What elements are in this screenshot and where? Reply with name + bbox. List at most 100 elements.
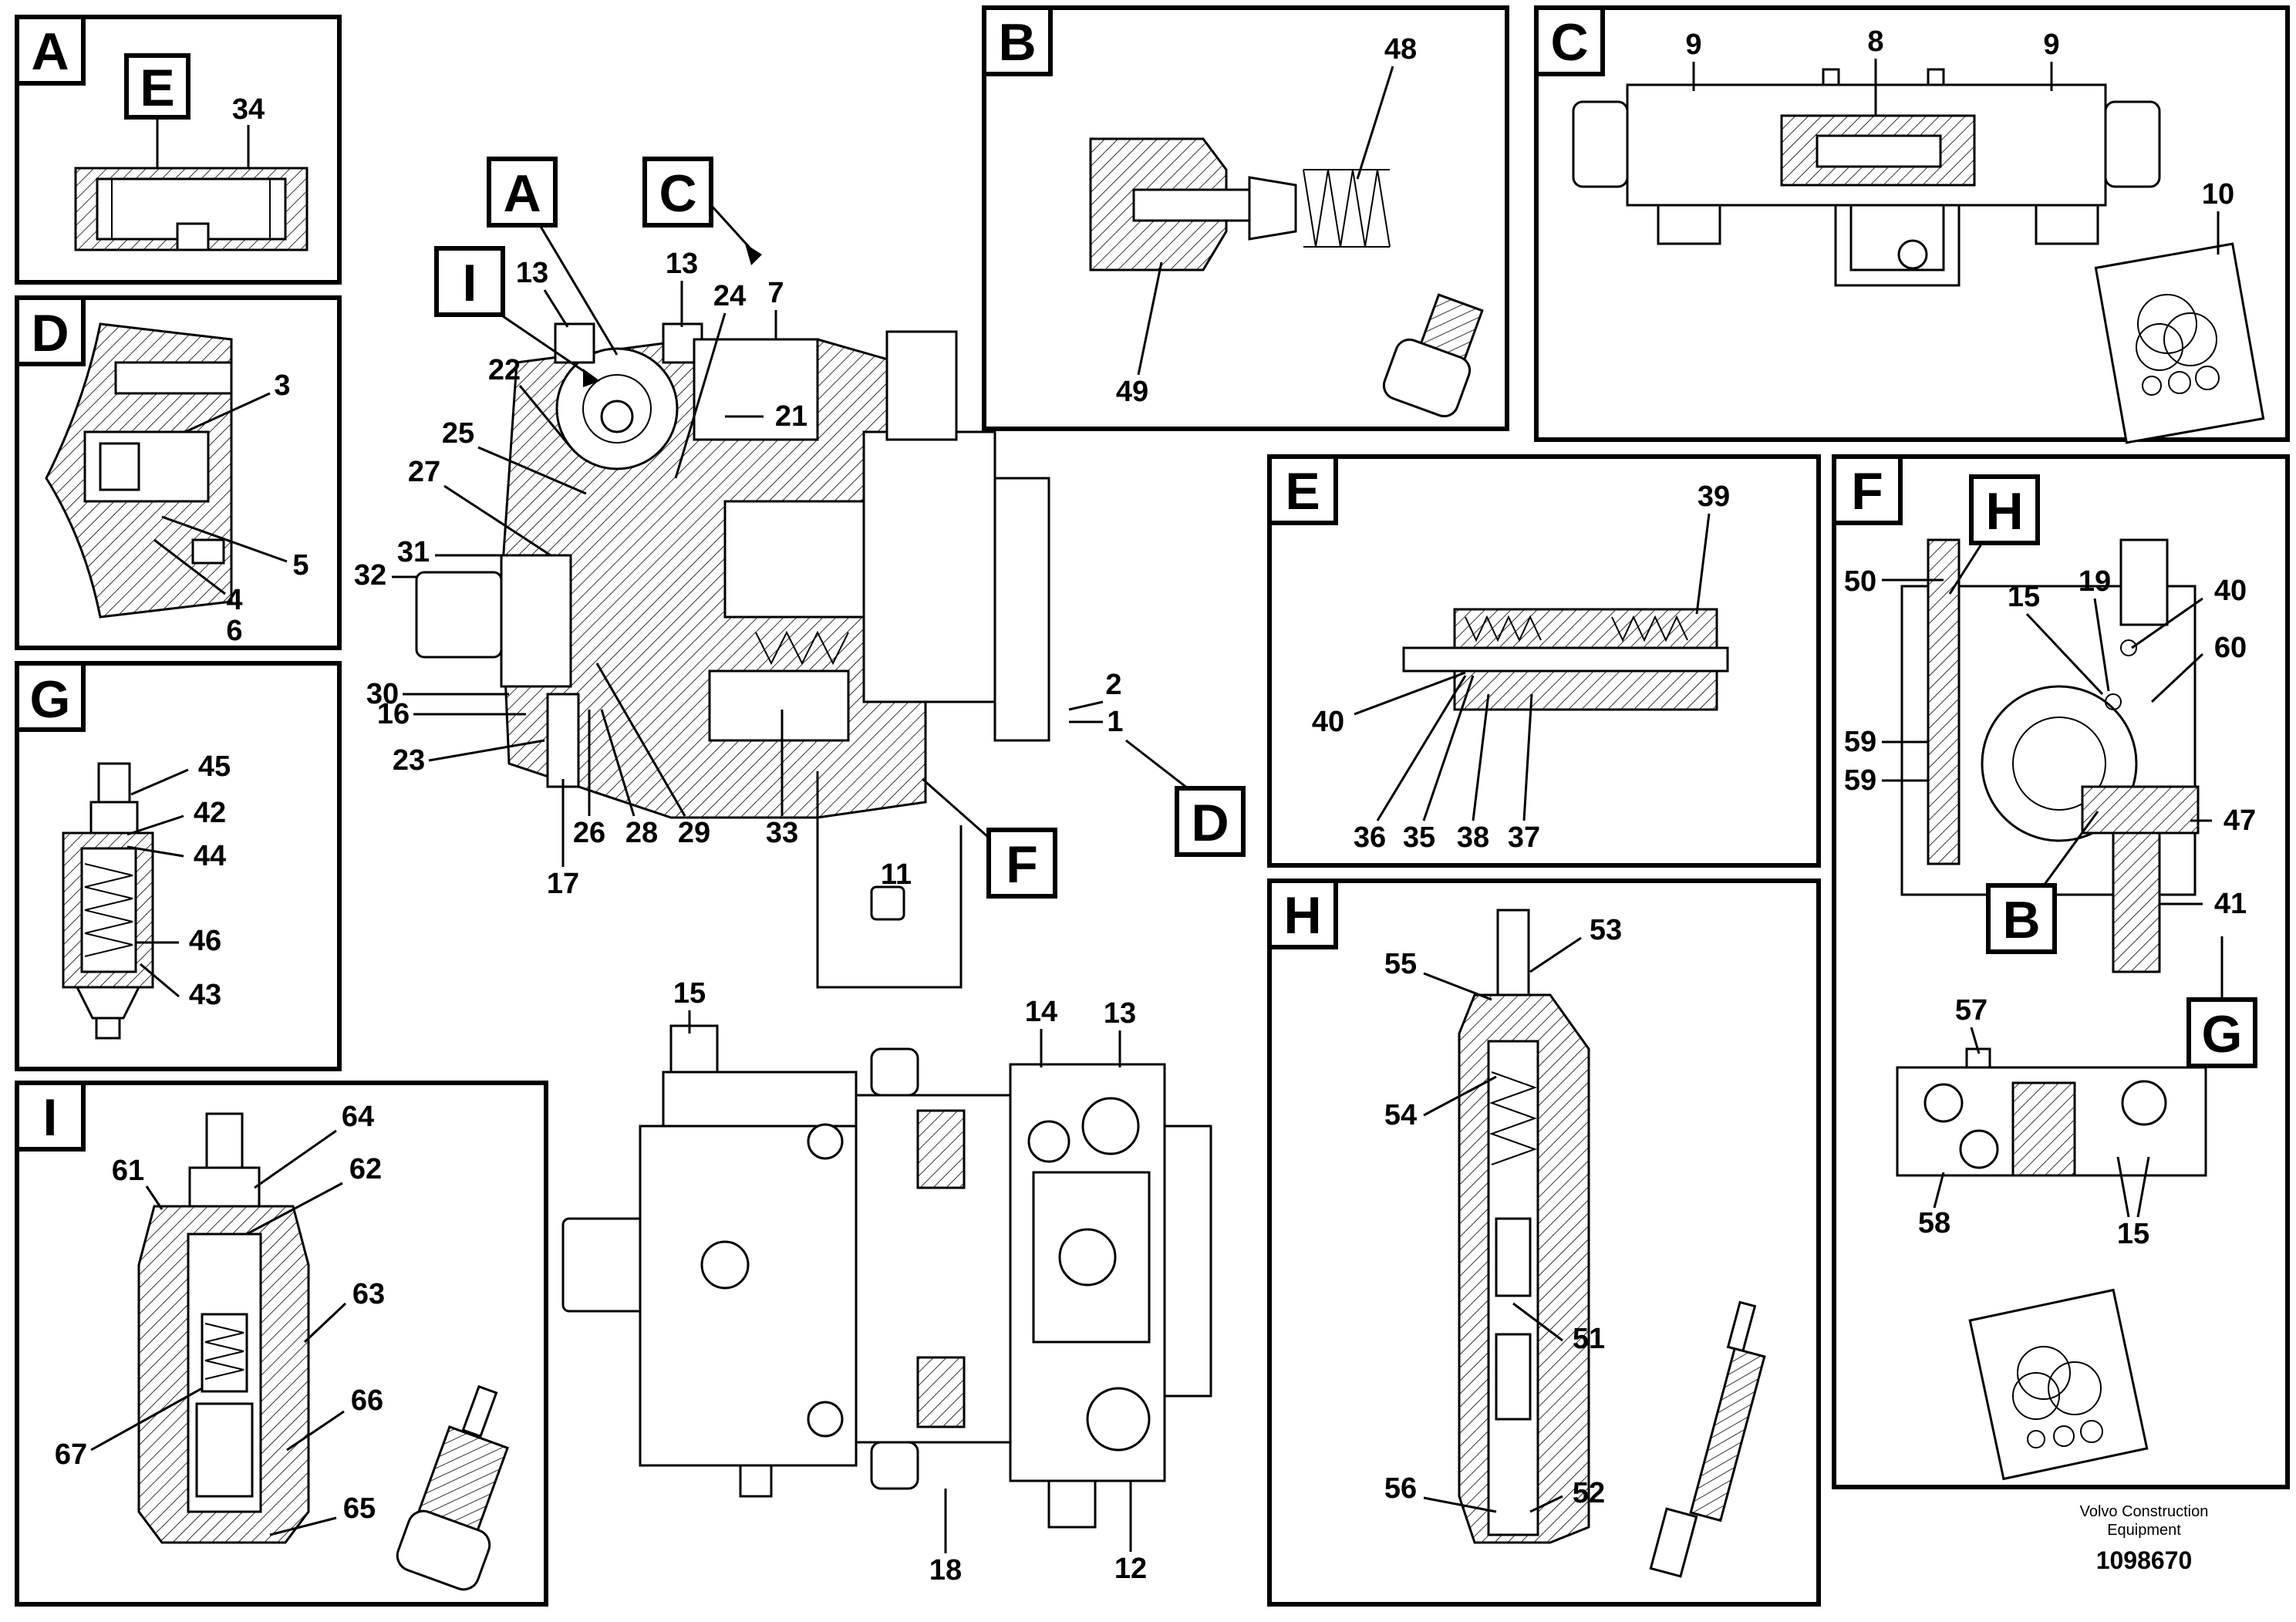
panel-d-tag: D (31, 304, 69, 363)
label-29: 29 (678, 817, 710, 849)
brand-line-2: Equipment (2107, 1522, 2181, 1539)
pilot-spool-photo-drawing (1649, 1300, 1766, 1578)
label-25: 25 (442, 417, 474, 450)
panel-f-inner-tag-h: H (1985, 482, 2023, 541)
label-44: 44 (194, 840, 226, 872)
panel-e: E 39 40 36 35 38 37 (1267, 454, 1821, 868)
main-section-view: A C I D F 11 13 13 7 24 22 21 25 27 3 (354, 157, 1246, 989)
label-16: 16 (377, 698, 410, 730)
label-11: 11 (881, 858, 912, 891)
label-61: 61 (112, 1155, 144, 1187)
seal-kit-bag-f-drawing (1968, 1288, 2149, 1481)
label-1: 1 (1107, 706, 1123, 738)
pilot-spool-drawing (1458, 909, 1590, 1544)
label-10: 10 (2202, 178, 2234, 211)
main-callout-tag-f: F (1006, 835, 1038, 894)
label-40-f: 40 (2214, 575, 2247, 607)
solenoid-valve-drawing (1572, 68, 2161, 287)
main-callout-tag-a: A (503, 164, 541, 223)
label-45: 45 (198, 750, 231, 783)
label-37: 37 (1508, 821, 1540, 854)
label-14: 14 (1025, 996, 1057, 1028)
label-54: 54 (1384, 1099, 1417, 1131)
bearing-housing-drawing (45, 322, 233, 619)
label-7: 7 (767, 277, 784, 309)
label-13-left: 13 (516, 257, 548, 289)
label-18: 18 (929, 1554, 962, 1587)
panel-b: B 48 49 (982, 5, 1509, 431)
panel-d: D 3 5 4 6 (15, 295, 342, 650)
main-callout-tag-d: D (1191, 794, 1229, 852)
label-30: 30 (366, 678, 399, 710)
poppet-valve-photo-drawing (1382, 293, 1484, 418)
label-59-lower: 59 (1844, 764, 1876, 797)
panel-i-tag: I (43, 1088, 58, 1147)
label-51: 51 (1573, 1323, 1605, 1355)
label-67: 67 (55, 1438, 87, 1471)
label-40: 40 (1312, 706, 1344, 738)
label-52: 52 (1573, 1477, 1605, 1509)
panel-f: F H (1832, 454, 2290, 1489)
label-58: 58 (1918, 1207, 1950, 1239)
panel-g-tag: G (30, 670, 71, 729)
panel-a: A E 34 (15, 15, 342, 285)
panel-a-inner-tag-e: E (140, 59, 174, 117)
label-55: 55 (1384, 948, 1417, 980)
label-3: 3 (274, 369, 290, 402)
label-47: 47 (2224, 804, 2256, 837)
label-65: 65 (343, 1492, 376, 1525)
label-48: 48 (1384, 33, 1417, 66)
footer: Volvo Construction Equipment 1098670 (2080, 1503, 2209, 1574)
panel-i: I 64 61 62 63 66 67 65 (15, 1081, 548, 1607)
main-callout-tag-i: I (463, 254, 477, 312)
panel-f-inner-tag-b: B (2002, 891, 2040, 949)
panel-h-tag: H (1283, 886, 1321, 945)
label-62: 62 (349, 1153, 382, 1185)
label-2: 2 (1105, 669, 1121, 701)
control-block-top-drawing (1896, 1047, 2207, 1177)
label-19: 19 (2079, 565, 2111, 598)
label-21: 21 (775, 400, 807, 433)
label-53: 53 (1590, 914, 1622, 946)
label-42: 42 (194, 797, 226, 829)
panel-g: G 45 42 44 46 43 (15, 661, 342, 1071)
label-66: 66 (351, 1384, 383, 1417)
pump-section-drawing (415, 322, 1050, 819)
label-13-right: 13 (666, 248, 698, 280)
label-26: 26 (573, 817, 605, 849)
label-27: 27 (408, 456, 440, 488)
label-13-bottom: 13 (1104, 997, 1136, 1030)
pressure-valve-drawing (137, 1112, 310, 1544)
panel-f-tag: F (1851, 462, 1883, 521)
panel-e-tag: E (1285, 462, 1320, 521)
label-43: 43 (189, 979, 221, 1011)
panel-c-tag: C (1550, 13, 1588, 72)
label-49: 49 (1116, 376, 1148, 408)
label-50: 50 (1844, 565, 1876, 598)
label-15-bottom: 15 (673, 977, 706, 1010)
pump-top-view-drawing (561, 1024, 1212, 1529)
label-24: 24 (713, 280, 746, 312)
label-12: 12 (1114, 1553, 1147, 1585)
pressure-valve-photo-drawing (396, 1384, 510, 1591)
relief-valve-drawing (62, 762, 154, 1040)
label-5: 5 (292, 549, 308, 582)
label-35: 35 (1403, 821, 1435, 854)
label-36: 36 (1354, 821, 1386, 854)
drawing-number: 1098670 (2096, 1546, 2193, 1574)
label-34: 34 (232, 93, 265, 126)
label-46: 46 (189, 925, 221, 957)
main-callout-tag-c: C (659, 164, 696, 223)
label-38: 38 (1457, 821, 1489, 854)
label-9-right: 9 (2043, 29, 2059, 61)
spool-sleeve-drawing (74, 167, 308, 251)
label-56: 56 (1384, 1472, 1417, 1505)
panel-h: H 53 55 54 51 56 52 (1267, 878, 1821, 1607)
label-32: 32 (354, 559, 386, 592)
label-28: 28 (625, 817, 658, 849)
label-57: 57 (1955, 994, 1988, 1027)
panel-f-inner-tag-g: G (2202, 1005, 2243, 1064)
label-23: 23 (393, 744, 425, 777)
label-6: 6 (226, 615, 242, 647)
